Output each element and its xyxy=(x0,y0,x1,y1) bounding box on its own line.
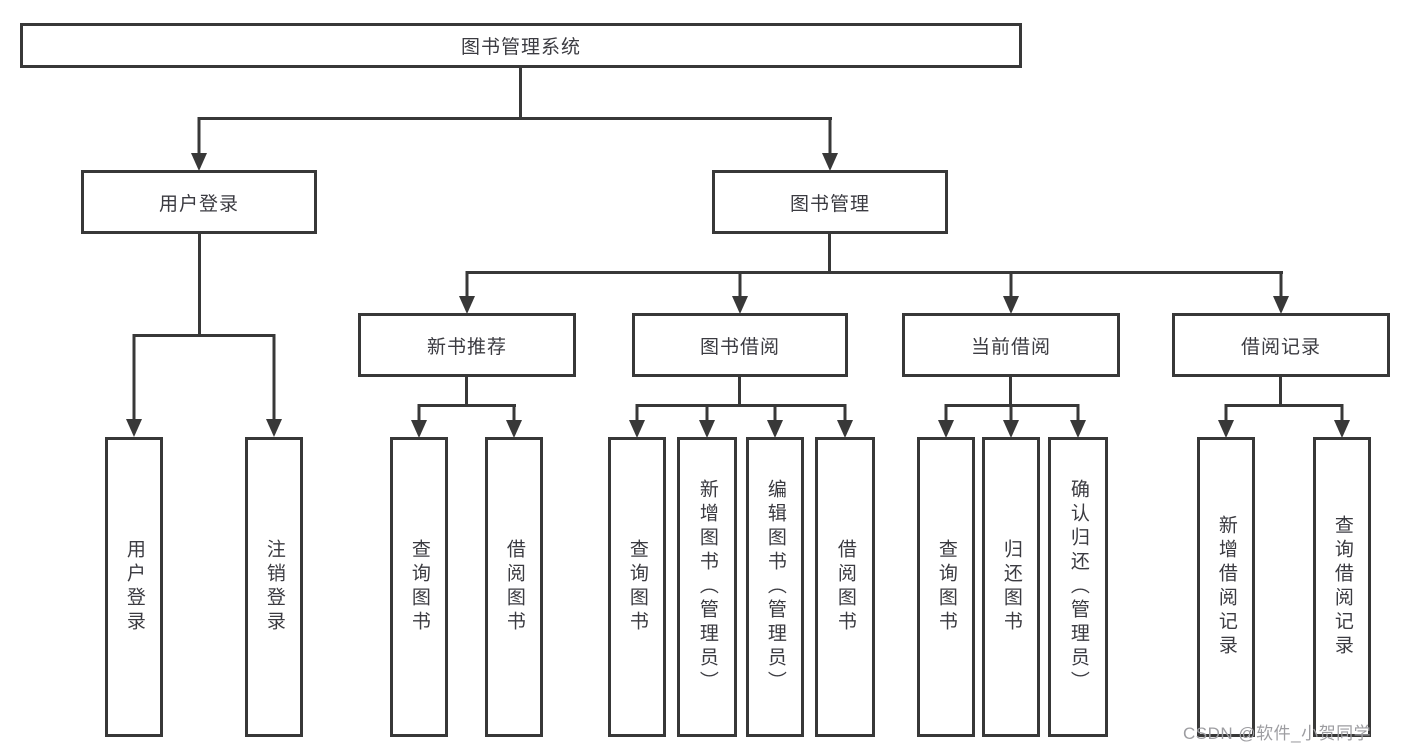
arrow-rec-query xyxy=(411,404,427,438)
arrow-to-current-borrow xyxy=(1003,271,1019,314)
leaf-user-login: 用户登录 xyxy=(105,437,163,737)
leaf-record-query-record: 查询借阅记录 xyxy=(1313,437,1371,737)
arrow-to-leaf-logout xyxy=(266,334,282,437)
leaf-record-query-record-label: 查询借阅记录 xyxy=(1331,515,1353,659)
leaf-borrow-query-book-label: 查询图书 xyxy=(626,539,648,635)
connector-mgmt-stub xyxy=(828,232,831,274)
leaf-rec-borrow-book-label: 借阅图书 xyxy=(503,539,525,635)
leaf-borrow-query-book: 查询图书 xyxy=(608,437,666,737)
arrow-record-add xyxy=(1218,404,1234,438)
leaf-borrow-add-book-admin-label: 新增图书（管理员） xyxy=(696,479,718,695)
leaf-logout-label: 注销登录 xyxy=(263,539,285,635)
node-user-login: 用户登录 xyxy=(81,170,317,234)
node-book-mgmt-label: 图书管理 xyxy=(789,193,870,215)
node-root-label: 图书管理系统 xyxy=(460,37,581,58)
arrow-to-book-mgmt xyxy=(822,117,838,171)
leaf-borrow-edit-book-admin: 编辑图书（管理员） xyxy=(746,437,804,737)
node-book-mgmt: 图书管理 xyxy=(712,170,948,234)
node-new-book-rec-label: 新书推荐 xyxy=(426,336,507,358)
node-root-system: 图书管理系统 xyxy=(20,23,1022,68)
connector-mgmt-rail xyxy=(466,271,1283,274)
connector-rec-stub xyxy=(465,375,468,406)
arrow-record-query xyxy=(1334,404,1350,438)
node-borrow-record: 借阅记录 xyxy=(1172,313,1390,377)
node-new-book-rec: 新书推荐 xyxy=(358,313,576,377)
leaf-borrow-borrow-book-label: 借阅图书 xyxy=(834,539,856,635)
node-borrow-record-label: 借阅记录 xyxy=(1240,336,1321,358)
node-book-borrow-label: 图书借阅 xyxy=(699,336,780,358)
connector-record-stub xyxy=(1279,375,1282,406)
connector-record-rail xyxy=(1225,404,1343,407)
arrow-to-leaf-login xyxy=(126,334,142,437)
leaf-logout: 注销登录 xyxy=(245,437,303,737)
leaf-rec-query-book-label: 查询图书 xyxy=(408,539,430,635)
leaf-rec-query-book: 查询图书 xyxy=(390,437,448,737)
leaf-record-add-record-label: 新增借阅记录 xyxy=(1215,515,1237,659)
arrow-borrow-query xyxy=(629,404,645,438)
leaf-current-return-book: 归还图书 xyxy=(982,437,1040,737)
leaf-rec-borrow-book: 借阅图书 xyxy=(485,437,543,737)
leaf-current-confirm-return-admin-label: 确认归还（管理员） xyxy=(1067,479,1089,695)
connector-borrow-stub xyxy=(738,375,741,406)
arrow-to-borrow-record xyxy=(1273,271,1289,314)
connector-rec-rail xyxy=(418,404,516,407)
connector-root-rail xyxy=(198,117,832,120)
arrow-rec-borrow xyxy=(506,404,522,438)
connector-current-stub xyxy=(1009,375,1012,406)
leaf-current-return-book-label: 归还图书 xyxy=(1000,539,1022,635)
leaf-user-login-label: 用户登录 xyxy=(123,539,145,635)
leaf-borrow-borrow-book: 借阅图书 xyxy=(815,437,875,737)
arrow-borrow-borrow xyxy=(837,404,853,438)
leaf-record-add-record: 新增借阅记录 xyxy=(1197,437,1255,737)
connector-login-rail xyxy=(133,334,275,337)
arrow-borrow-edit xyxy=(767,404,783,438)
leaf-borrow-edit-book-admin-label: 编辑图书（管理员） xyxy=(764,479,786,695)
connector-borrow-rail xyxy=(636,404,846,407)
node-current-borrow-label: 当前借阅 xyxy=(970,336,1051,358)
leaf-current-query-book-label: 查询图书 xyxy=(935,539,957,635)
arrow-current-confirm xyxy=(1070,404,1086,438)
connector-login-stub xyxy=(198,232,201,336)
csdn-watermark: CSDN @软件_小贺同学 xyxy=(1183,724,1372,743)
node-current-borrow: 当前借阅 xyxy=(902,313,1120,377)
connector-root-stub xyxy=(519,66,522,119)
leaf-current-query-book: 查询图书 xyxy=(917,437,975,737)
arrow-borrow-add xyxy=(699,404,715,438)
leaf-current-confirm-return-admin: 确认归还（管理员） xyxy=(1048,437,1108,737)
arrow-to-user-login xyxy=(191,117,207,171)
arrow-current-query xyxy=(938,404,954,438)
leaf-borrow-add-book-admin: 新增图书（管理员） xyxy=(677,437,737,737)
node-book-borrow: 图书借阅 xyxy=(632,313,848,377)
arrow-current-return xyxy=(1003,404,1019,438)
arrow-to-book-borrow xyxy=(732,271,748,314)
node-user-login-label: 用户登录 xyxy=(158,193,239,215)
arrow-to-new-book-rec xyxy=(459,271,475,314)
